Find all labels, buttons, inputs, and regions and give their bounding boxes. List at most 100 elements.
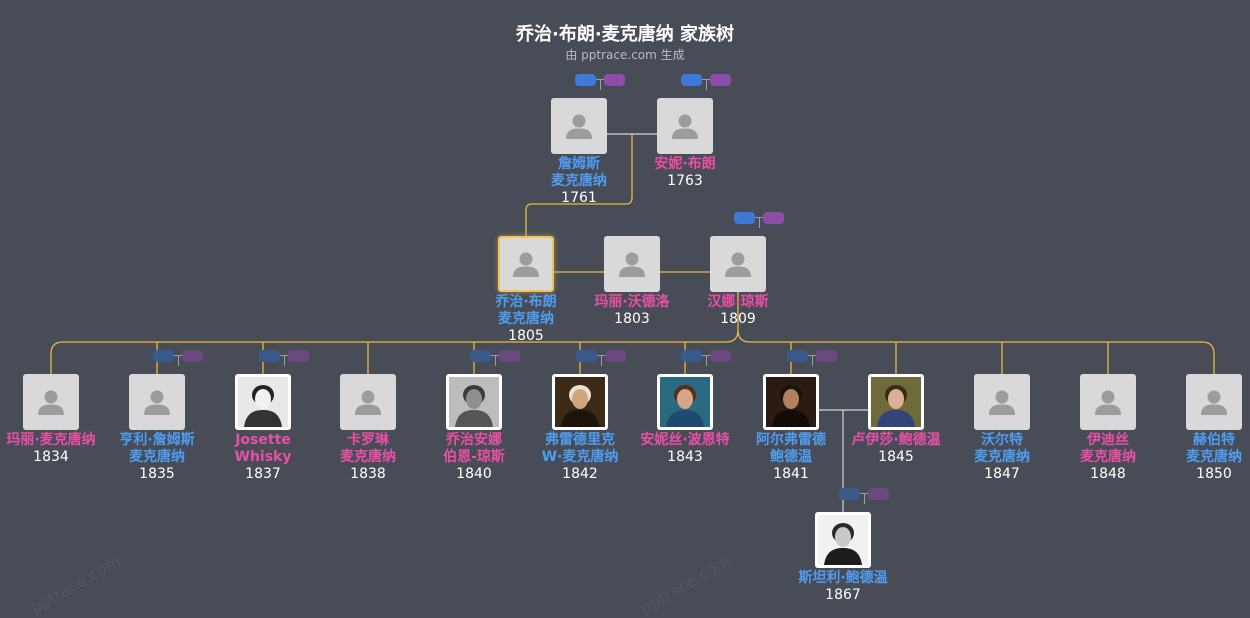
person-birth-year: 1841 bbox=[773, 466, 809, 482]
portrait-photo bbox=[555, 377, 605, 427]
expand-parents-button[interactable] bbox=[575, 74, 596, 86]
person-birth-year: 1840 bbox=[456, 466, 492, 482]
pill-link bbox=[280, 355, 288, 356]
avatar-placeholder-icon bbox=[566, 114, 592, 139]
expand-parents-button[interactable] bbox=[576, 350, 597, 362]
person-name: 麦克唐纳 bbox=[340, 449, 396, 465]
person-photo[interactable] bbox=[235, 374, 291, 430]
expand-spouse-button[interactable] bbox=[288, 350, 309, 362]
descent-link bbox=[50, 292, 739, 374]
person-photo[interactable] bbox=[23, 374, 79, 430]
person-name: 玛丽·麦克唐纳 bbox=[6, 432, 96, 448]
expand-parents-button[interactable] bbox=[839, 488, 860, 500]
pill-stem bbox=[706, 356, 707, 366]
pill-link bbox=[702, 79, 710, 80]
pill-stem bbox=[864, 494, 865, 504]
person-name: 乔治·布朗 bbox=[495, 294, 557, 310]
person-photo[interactable] bbox=[446, 374, 502, 430]
expand-parents-button[interactable] bbox=[153, 350, 174, 362]
person-photo[interactable] bbox=[498, 236, 554, 292]
person-name: 玛丽·沃德洛 bbox=[594, 294, 670, 310]
person-birth-year: 1809 bbox=[720, 311, 756, 327]
person-photo[interactable] bbox=[552, 374, 608, 430]
expand-parents-button[interactable] bbox=[734, 212, 755, 224]
expand-spouse-button[interactable] bbox=[182, 350, 203, 362]
avatar-placeholder-icon bbox=[725, 252, 751, 277]
person-name: 伊迪丝 bbox=[1087, 432, 1129, 448]
expand-spouse-button[interactable] bbox=[605, 350, 626, 362]
person-name: 麦克唐纳 bbox=[1186, 449, 1242, 465]
person-name: 弗雷德里克 bbox=[545, 432, 615, 448]
person-birth-year: 1847 bbox=[984, 466, 1020, 482]
person-photo[interactable] bbox=[551, 98, 607, 154]
person-name: 斯坦利·鲍德温 bbox=[798, 570, 888, 586]
person-birth-year: 1834 bbox=[33, 449, 69, 465]
expand-spouse-button[interactable] bbox=[710, 74, 731, 86]
person-photo[interactable] bbox=[974, 374, 1030, 430]
expand-parents-button[interactable] bbox=[681, 74, 702, 86]
person-name: Whisky bbox=[234, 449, 292, 465]
person-photo[interactable] bbox=[868, 374, 924, 430]
avatar-placeholder-icon bbox=[989, 390, 1015, 415]
pill-stem bbox=[600, 80, 601, 90]
expand-spouse-button[interactable] bbox=[868, 488, 889, 500]
person-birth-year: 1838 bbox=[350, 466, 386, 482]
person-name: 安妮·布朗 bbox=[654, 156, 716, 172]
person-birth-year: 1867 bbox=[825, 587, 861, 603]
person-photo[interactable] bbox=[763, 374, 819, 430]
expand-parents-button[interactable] bbox=[787, 350, 808, 362]
pill-stem bbox=[284, 356, 285, 366]
pill-link bbox=[860, 493, 868, 494]
pill-link bbox=[597, 355, 605, 356]
person-photo[interactable] bbox=[710, 236, 766, 292]
person-name: 乔治安娜 bbox=[446, 432, 502, 448]
expand-parents-button[interactable] bbox=[681, 350, 702, 362]
person-photo[interactable] bbox=[657, 374, 713, 430]
person-birth-year: 1835 bbox=[139, 466, 175, 482]
person-photo[interactable] bbox=[1080, 374, 1136, 430]
page-subtitle: 由 pptrace.com 生成 bbox=[565, 48, 685, 62]
person-birth-year: 1845 bbox=[878, 449, 914, 465]
person-photo[interactable] bbox=[129, 374, 185, 430]
expand-parents-button[interactable] bbox=[259, 350, 280, 362]
person-name: 麦克唐纳 bbox=[551, 173, 607, 189]
expand-spouse-button[interactable] bbox=[763, 212, 784, 224]
avatar-placeholder-icon bbox=[619, 252, 645, 277]
person-birth-year: 1805 bbox=[508, 328, 544, 344]
person-name: 詹姆斯 bbox=[558, 156, 600, 172]
person-photo[interactable] bbox=[657, 98, 713, 154]
expand-spouse-button[interactable] bbox=[710, 350, 731, 362]
pill-stem bbox=[178, 356, 179, 366]
person-name: 麦克唐纳 bbox=[129, 449, 185, 465]
pill-link bbox=[808, 355, 816, 356]
expand-spouse-button[interactable] bbox=[816, 350, 837, 362]
expand-spouse-button[interactable] bbox=[499, 350, 520, 362]
pill-stem bbox=[759, 218, 760, 228]
person-photo[interactable] bbox=[340, 374, 396, 430]
person-photo[interactable] bbox=[815, 512, 871, 568]
descent-link bbox=[525, 134, 633, 236]
person-photo[interactable] bbox=[604, 236, 660, 292]
expand-spouse-button[interactable] bbox=[604, 74, 625, 86]
person-name: 亨利·詹姆斯 bbox=[119, 432, 195, 448]
expand-parents-button[interactable] bbox=[470, 350, 491, 362]
person-photo[interactable] bbox=[1186, 374, 1242, 430]
